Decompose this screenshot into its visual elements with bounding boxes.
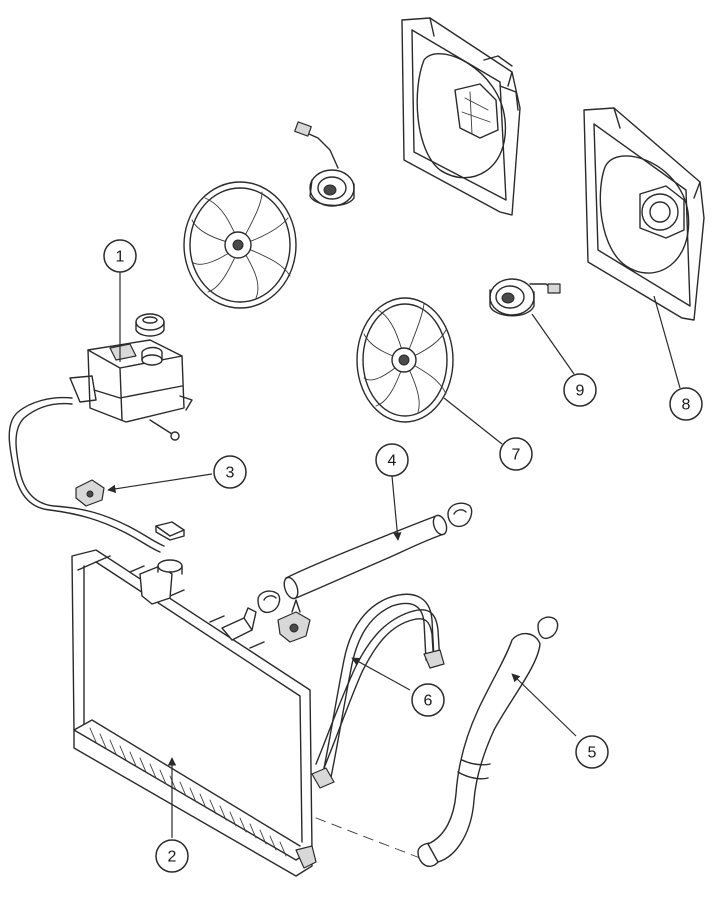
callout-2-label: 2 [168,849,177,866]
callout-6-label: 6 [424,693,433,710]
callout-4: 4 [375,443,409,477]
heater-hoses [311,593,445,789]
callout-9-label: 9 [576,383,585,400]
fan-blade-lower [356,297,454,423]
callout-8-label: 8 [682,397,691,414]
callout-7: 7 [499,437,533,471]
callout-5: 5 [575,735,609,769]
callout-9: 9 [563,373,597,407]
fan-motor-upper [294,121,355,207]
callout-4-label: 4 [388,453,397,470]
radiator-cap [155,521,185,541]
upper-radiator-hose [283,514,448,600]
hose-clamp-lower [537,616,559,640]
reservoir-cap [135,313,165,337]
hose-clamp-middle [257,590,281,614]
callout-6: 6 [411,683,445,717]
leader-lines [107,272,681,838]
coolant-reservoir [69,339,193,441]
hose-clamp-upper [447,502,473,528]
hose-clip [75,479,105,507]
callout-8: 8 [669,387,703,421]
lower-radiator-hose [427,633,541,863]
callout-1: 1 [103,239,137,273]
fan-shroud-lower [583,107,705,321]
radiator [71,549,317,877]
fan-blade-upper [183,181,297,309]
callout-3: 3 [213,455,247,489]
callout-5-label: 5 [588,745,597,762]
fan-shroud-upper [401,17,521,216]
hose-fitting [277,599,311,643]
reservoir-overflow-hose [8,396,165,553]
callout-7-label: 7 [512,447,521,464]
callout-3-label: 3 [226,465,235,482]
fan-motor-lower [489,278,561,317]
callout-1-label: 1 [116,249,125,266]
connection-dashed-line [315,817,421,859]
callout-2: 2 [155,839,189,873]
